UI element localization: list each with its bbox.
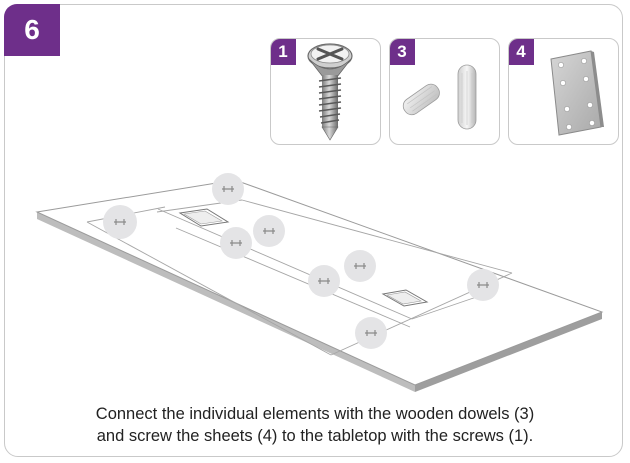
dowel-marker bbox=[212, 173, 244, 205]
dowel-marker bbox=[103, 205, 137, 239]
dowel-marker bbox=[308, 265, 340, 297]
dowel-marker bbox=[344, 250, 376, 282]
part-number-plate: 4 bbox=[509, 39, 534, 65]
step-number-badge: 6 bbox=[4, 4, 60, 56]
caption-line-1: Connect the individual elements with the… bbox=[95, 405, 535, 423]
part-dowel-box: 3 bbox=[389, 38, 500, 145]
screw-icon bbox=[307, 43, 353, 141]
dowel-icon bbox=[402, 64, 477, 130]
instruction-caption: Connect the individual elements with the… bbox=[0, 403, 630, 447]
part-number-screw: 1 bbox=[271, 39, 296, 65]
dowel-marker bbox=[355, 317, 387, 349]
part-screw-box: 1 bbox=[270, 38, 381, 145]
dowel-marker bbox=[467, 269, 499, 301]
tabletop-cutouts bbox=[178, 208, 429, 307]
metal-plate-icon bbox=[550, 50, 604, 136]
dowel-position-markers bbox=[103, 173, 499, 349]
tabletop-front-edge bbox=[37, 212, 415, 392]
part-plate-box: 4 bbox=[508, 38, 619, 145]
tabletop-side-edge bbox=[415, 312, 602, 392]
dowel-marker bbox=[220, 227, 252, 259]
caption-line-2: and screw the sheets (4) to the tabletop… bbox=[96, 427, 534, 445]
dowel-marker bbox=[253, 215, 285, 247]
part-number-dowel: 3 bbox=[390, 39, 415, 65]
